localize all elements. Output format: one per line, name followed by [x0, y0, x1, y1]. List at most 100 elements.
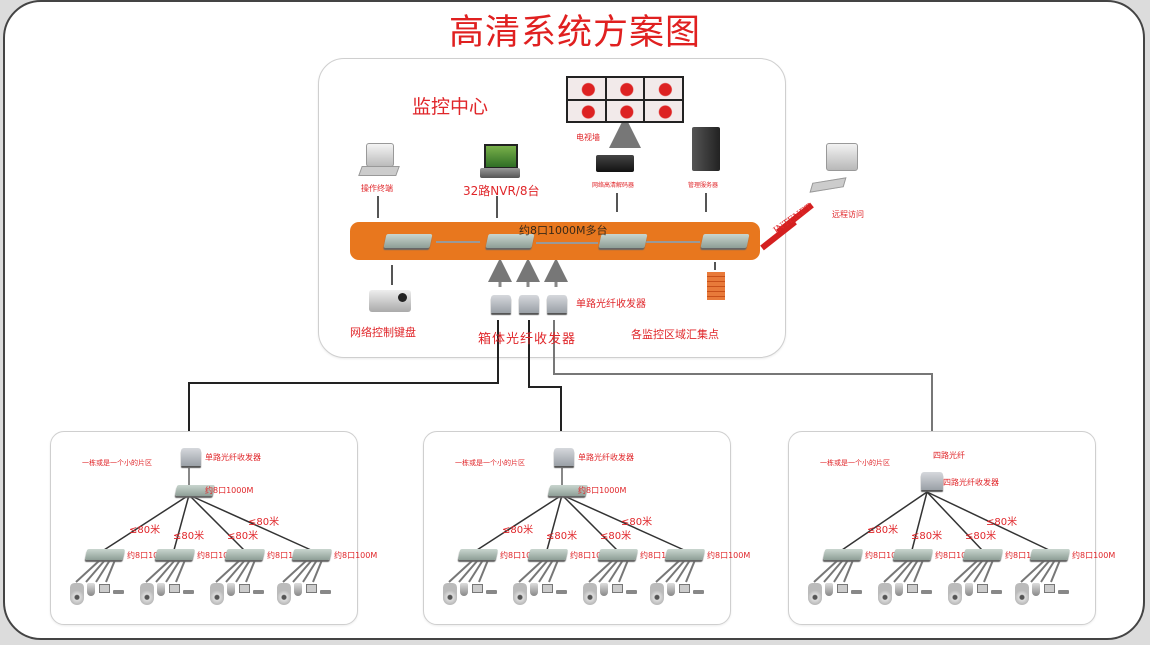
camera-link	[215, 559, 241, 583]
center-transceiver-2	[519, 295, 539, 313]
camera-link	[588, 559, 614, 583]
camera-link	[292, 559, 313, 583]
camera-link	[528, 559, 549, 583]
distance-link	[188, 494, 245, 551]
zone-fiber-label: 四路光纤	[933, 451, 965, 460]
camera-link	[468, 559, 484, 583]
flat-camera-icon	[1058, 590, 1069, 594]
camera-link	[655, 559, 681, 583]
small-camera-icon	[227, 583, 235, 596]
camera-link	[1040, 559, 1056, 583]
small-camera-icon	[460, 583, 468, 596]
edge-switch-label: 约8口100M	[935, 551, 979, 560]
zone-core-switch-label: 约8口1000M	[205, 486, 254, 495]
flat-camera-icon	[626, 590, 637, 594]
zone-transceiver-label: 四路光纤收发器	[943, 478, 999, 487]
small-camera-icon	[157, 583, 165, 596]
decoder-icon	[596, 155, 634, 172]
camera-link	[953, 559, 979, 583]
edge-switch-label: 约8口100M	[267, 551, 311, 560]
server-icon	[692, 127, 720, 171]
box-transceiver-label: 箱体光纤收发器	[478, 332, 577, 347]
switch-bar-label: 约8口1000M多台	[519, 224, 608, 237]
camera-link	[963, 559, 984, 583]
dome-camera-icon	[513, 583, 527, 605]
edge-switch-label: 约8口100M	[640, 551, 684, 560]
distance-label: ≤80米	[173, 531, 205, 542]
camera-link	[85, 559, 106, 583]
fiber-zone-1	[188, 320, 499, 448]
flat-camera-icon	[320, 590, 331, 594]
zone-transceiver-label: 单路光纤收发器	[205, 453, 261, 462]
camera-link	[973, 559, 989, 583]
edge-switch-label: 约8口100M	[865, 551, 909, 560]
edge-switch-label: 约8口100M	[500, 551, 544, 560]
camera-link	[1030, 559, 1051, 583]
small-camera-icon	[600, 583, 608, 596]
zone-quad-transceiver-icon	[921, 472, 943, 490]
camera-link	[618, 559, 629, 583]
remote-pc-icon	[826, 143, 858, 171]
flat-camera-icon	[991, 590, 1002, 594]
edge-switch-label: 约8口100M	[707, 551, 751, 560]
small-camera-icon	[895, 583, 903, 596]
zone-core-switch-label: 约8口1000M	[578, 486, 627, 495]
firewall-icon	[707, 272, 725, 300]
camera-link	[448, 559, 474, 583]
zone-transceiver-label: 单路光纤收发器	[578, 453, 634, 462]
camera-link	[478, 559, 489, 583]
box-camera-icon	[99, 584, 110, 593]
camera-link	[608, 559, 624, 583]
camera-link	[95, 559, 111, 583]
camera-link	[105, 559, 116, 583]
dome-camera-icon	[210, 583, 224, 605]
distance-label: ≤80米	[965, 531, 997, 542]
small-camera-icon	[294, 583, 302, 596]
dome-camera-icon	[650, 583, 664, 605]
camera-link	[1050, 559, 1061, 583]
camera-link	[813, 559, 839, 583]
box-camera-icon	[977, 584, 988, 593]
edge-switch-label: 约8口100M	[334, 551, 378, 560]
flat-camera-icon	[556, 590, 567, 594]
camera-link	[893, 559, 914, 583]
center-heading: 监控中心	[412, 96, 489, 118]
camera-link	[883, 559, 909, 583]
distance-label: ≤80米	[867, 525, 899, 536]
camera-link	[312, 559, 323, 583]
box-camera-icon	[542, 584, 553, 593]
distance-link	[173, 494, 190, 551]
dome-camera-icon	[277, 583, 291, 605]
dome-camera-icon	[583, 583, 597, 605]
dome-camera-icon	[443, 583, 457, 605]
flat-camera-icon	[921, 590, 932, 594]
flat-camera-icon	[851, 590, 862, 594]
camera-link	[245, 559, 256, 583]
camera-link	[598, 559, 619, 583]
small-camera-icon	[825, 583, 833, 596]
zone-area-label: 一栋或是一个小的片区	[455, 459, 525, 467]
dome-camera-icon	[1015, 583, 1029, 605]
distance-link	[561, 494, 618, 551]
camera-link	[175, 559, 186, 583]
camera-link	[155, 559, 176, 583]
zone-area-label: 一栋或是一个小的片区	[820, 459, 890, 467]
distance-label: ≤80米	[502, 525, 534, 536]
camera-link	[665, 559, 686, 583]
edge-switch-label: 约8口100M	[1005, 551, 1049, 560]
small-camera-icon	[87, 583, 95, 596]
distance-link	[841, 491, 928, 551]
box-camera-icon	[612, 584, 623, 593]
camera-link	[823, 559, 844, 583]
camera-link	[548, 559, 559, 583]
keyboard-label: 网络控制键盘	[350, 326, 416, 339]
small-camera-icon	[667, 583, 675, 596]
distance-link	[103, 494, 190, 551]
edge-switch-icon	[892, 549, 934, 560]
distance-label: ≤80米	[911, 531, 943, 542]
operator-terminal-label: 操作终端	[361, 184, 393, 193]
flat-camera-icon	[183, 590, 194, 594]
camera-link	[903, 559, 919, 583]
